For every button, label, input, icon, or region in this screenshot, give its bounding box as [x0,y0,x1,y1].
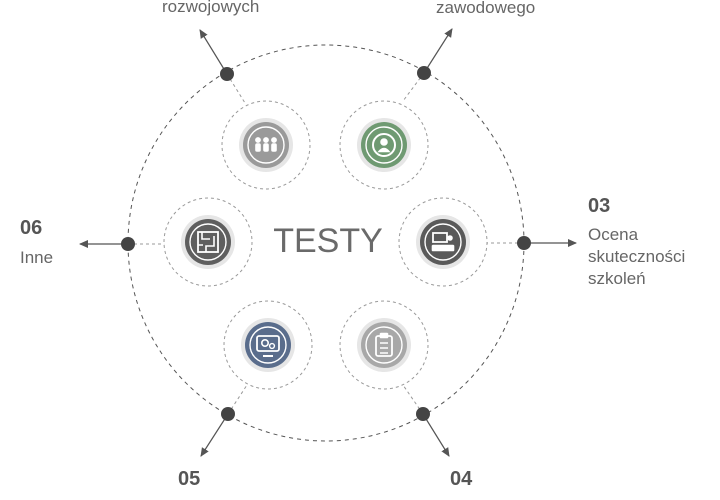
training-room-icon [431,232,455,252]
label-01: rozwojowych [162,0,260,16]
node-inner-ring-06 [189,223,227,261]
node-disc-06 [185,219,231,265]
node-inner-ring-02 [365,126,403,164]
center-title: TESTY [273,222,383,260]
icon-nodes [163,100,488,390]
label-02: zawodowego [436,0,536,17]
node-02 [339,100,429,190]
dot-04 [416,407,430,421]
arrow-05 [200,413,229,457]
node-01 [221,100,311,190]
outer-dots [121,66,531,421]
arrows [79,28,577,457]
node-inner-ring-03 [424,223,462,261]
arrow-01 [199,29,228,75]
number-05: 05 [178,468,201,490]
node-inner-ring-04 [365,326,403,364]
dot-03 [517,236,531,250]
label-06: Inne [20,248,54,267]
person-target-icon [372,133,396,157]
number-04: 04 [450,468,473,490]
dot-02 [417,66,431,80]
maze-icon [197,231,219,253]
computer-gears-icon [256,335,280,357]
label-03-line-3: szkoleń [588,269,646,288]
node-05 [223,300,313,390]
dot-01 [220,67,234,81]
dot-06 [121,237,135,251]
dot-05 [221,407,235,421]
arrow-02 [423,28,453,74]
clipboard-icon [375,332,393,357]
label-03-line-1: Ocena [588,225,639,244]
number-03: 03 [588,195,611,217]
people-network-icon [255,137,277,152]
node-inner-ring-05 [249,326,287,364]
number-06: 06 [20,217,43,239]
node-disc-04 [361,322,407,368]
label-03-line-2: skuteczności [588,247,686,266]
node-06 [163,197,253,287]
node-03 [398,197,488,287]
node-inner-ring-01 [247,126,285,164]
node-04 [339,300,429,390]
arrow-04 [422,413,450,457]
